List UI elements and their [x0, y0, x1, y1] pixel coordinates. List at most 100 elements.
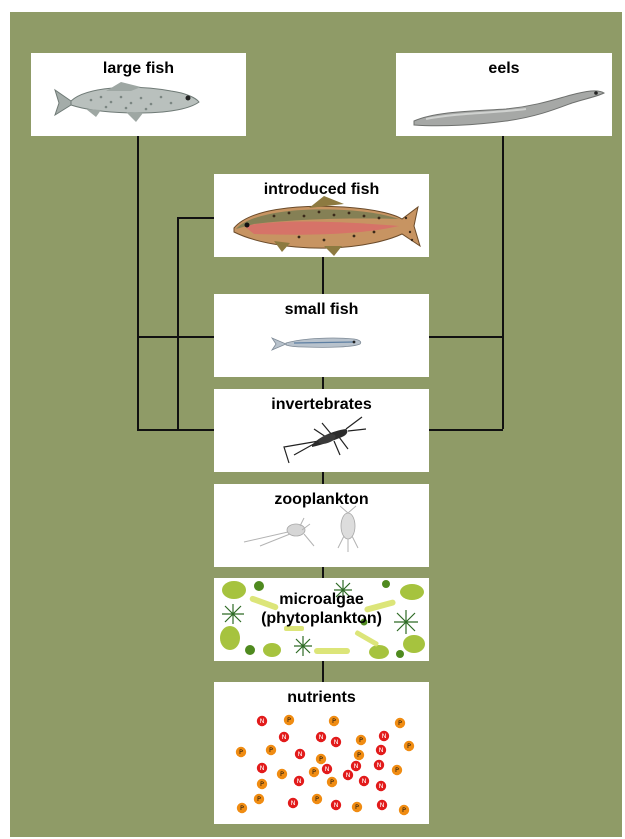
phosphorus-particle: P [236, 747, 246, 757]
connector-line [502, 135, 504, 429]
phosphorus-particle: P [327, 777, 337, 787]
phosphorus-particle: P [284, 715, 294, 725]
nitrogen-particle: N [331, 737, 341, 747]
svg-text:P: P [357, 751, 361, 759]
svg-text:N: N [379, 782, 384, 790]
phosphorus-particle: P [404, 741, 414, 751]
phosphorus-particle: P [257, 779, 267, 789]
copepod-icon [214, 484, 429, 567]
phosphorus-particle: P [312, 794, 322, 804]
svg-text:P: P [332, 717, 336, 725]
svg-text:P: P [260, 780, 264, 788]
connector-line [428, 336, 503, 338]
svg-text:N: N [298, 750, 303, 758]
svg-text:P: P [287, 716, 291, 724]
phosphorus-particle: P [399, 805, 409, 815]
svg-text:N: N [382, 732, 387, 740]
svg-text:N: N [380, 801, 385, 809]
svg-text:P: P [402, 806, 406, 814]
nitrogen-particle: N [359, 776, 369, 786]
eel-icon [396, 53, 612, 136]
phosphorus-particle: P [309, 767, 319, 777]
phosphorus-particle: P [329, 716, 339, 726]
connector-line [428, 429, 503, 431]
nitrogen-particle: N [316, 732, 326, 742]
nitrogen-particle: N [374, 760, 384, 770]
svg-text:P: P [315, 795, 319, 803]
phosphorus-particle: P [254, 794, 264, 804]
svg-text:P: P [280, 770, 284, 778]
svg-text:P: P [355, 803, 359, 811]
connector-line [137, 429, 214, 431]
nitrogen-particle: N [294, 776, 304, 786]
svg-text:N: N [334, 801, 339, 809]
nitrogen-particle: N [379, 731, 389, 741]
svg-text:N: N [260, 717, 265, 725]
nitrogen-particle: N [257, 763, 267, 773]
node-eels: eels [396, 53, 612, 136]
nitrogen-particle: N [279, 732, 289, 742]
svg-text:P: P [240, 804, 244, 812]
phosphorus-particle: P [266, 745, 276, 755]
svg-text:P: P [319, 755, 323, 763]
small-fish-icon [214, 294, 429, 377]
svg-text:N: N [346, 771, 351, 779]
svg-text:N: N [297, 777, 302, 785]
connector-line [177, 217, 179, 430]
nitrogen-particle: N [376, 745, 386, 755]
insect-icon [214, 389, 429, 472]
nitrogen-particle: N [288, 798, 298, 808]
nitrogen-particle: N [376, 781, 386, 791]
node-invertebrates: invertebrates [214, 389, 429, 472]
food-web-diagram: large fish eels introduced fish [10, 12, 622, 837]
svg-text:N: N [325, 765, 330, 773]
trout-icon [214, 174, 429, 257]
svg-text:P: P [257, 795, 261, 803]
svg-text:P: P [269, 746, 273, 754]
nitrogen-particle: N [351, 761, 361, 771]
svg-text:P: P [239, 748, 243, 756]
nitrogen-particle: N [257, 716, 267, 726]
svg-text:P: P [395, 766, 399, 774]
phosphorus-particle: P [392, 765, 402, 775]
svg-text:N: N [377, 761, 382, 769]
node-microalgae: microalgae (phytoplankton) [214, 578, 429, 661]
svg-text:P: P [312, 768, 316, 776]
phosphorus-particle: P [395, 718, 405, 728]
node-label-line2: (phytoplankton) [214, 609, 429, 628]
svg-text:N: N [362, 777, 367, 785]
nitrogen-particle: N [377, 800, 387, 810]
connector-line [137, 135, 139, 429]
phosphorus-particle: P [237, 803, 247, 813]
svg-text:N: N [260, 764, 265, 772]
svg-text:P: P [359, 736, 363, 744]
node-label-line1: microalgae [214, 590, 429, 609]
nitrogen-particle: N [343, 770, 353, 780]
phosphorus-particle: P [277, 769, 287, 779]
svg-text:N: N [291, 799, 296, 807]
svg-text:P: P [398, 719, 402, 727]
node-small-fish: small fish [214, 294, 429, 377]
fish-icon [31, 53, 246, 136]
connector-line [137, 336, 214, 338]
phosphorus-particle: P [316, 754, 326, 764]
node-introduced-fish: introduced fish [214, 174, 429, 257]
phosphorus-particle: P [354, 750, 364, 760]
node-large-fish: large fish [31, 53, 246, 136]
svg-text:N: N [334, 738, 339, 746]
svg-text:P: P [330, 778, 334, 786]
nitrogen-particle: N [295, 749, 305, 759]
nitrogen-particle: N [322, 764, 332, 774]
connector-line [177, 217, 214, 219]
svg-text:N: N [379, 746, 384, 754]
svg-text:N: N [319, 733, 324, 741]
svg-text:N: N [354, 762, 359, 770]
nitrogen-particle: N [331, 800, 341, 810]
node-zooplankton: zooplankton [214, 484, 429, 567]
phosphorus-particle: P [356, 735, 366, 745]
svg-text:N: N [282, 733, 287, 741]
svg-text:P: P [407, 742, 411, 750]
phosphorus-particle: P [352, 802, 362, 812]
